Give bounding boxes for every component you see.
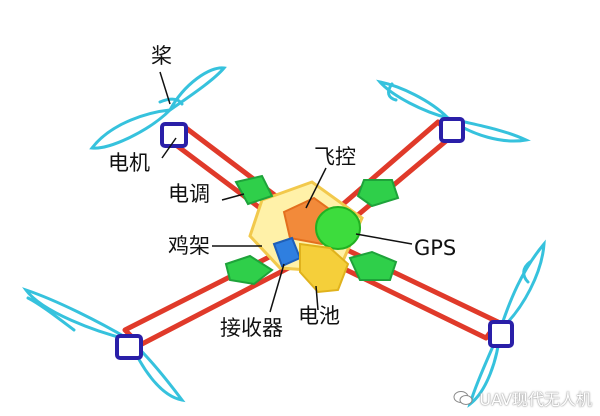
leader-propeller	[159, 71, 171, 105]
leader-receiver	[269, 263, 285, 313]
propeller-rear-left	[22, 287, 186, 403]
esc-rear-right	[348, 250, 398, 281]
motor-front-right	[439, 117, 465, 143]
label-battery: 电池	[298, 304, 340, 328]
wechat-icon	[453, 390, 473, 406]
watermark-text: UAV现代无人机	[479, 390, 592, 409]
esc-front-right	[356, 179, 400, 208]
leader-flight-controller	[305, 167, 327, 209]
propeller-front-right	[376, 79, 531, 143]
escs	[224, 174, 400, 286]
leader-motor	[161, 137, 177, 159]
motors	[115, 117, 514, 360]
leader-esc	[221, 193, 245, 201]
propellers	[22, 66, 546, 408]
leader-battery	[315, 285, 319, 311]
motor-rear-left	[115, 334, 143, 360]
label-motor: 电机	[108, 151, 150, 175]
label-propeller: 桨	[151, 44, 172, 68]
leader-lines	[159, 71, 413, 313]
propeller-front-left	[89, 66, 227, 150]
motor-rear-right	[488, 320, 514, 348]
leader-gps	[355, 233, 413, 245]
gps-module	[315, 206, 361, 250]
label-flight-controller: 飞控	[314, 145, 356, 169]
esc-rear-left	[224, 254, 274, 286]
watermark: UAV现代无人机	[453, 386, 592, 410]
label-receiver: 接收器	[220, 316, 283, 340]
battery	[299, 242, 350, 294]
motor-front-left	[160, 122, 188, 148]
label-esc: 电调	[168, 182, 210, 206]
esc-front-left	[234, 174, 274, 206]
label-gps: GPS	[414, 236, 457, 260]
label-frame: 鸡架	[168, 234, 210, 258]
